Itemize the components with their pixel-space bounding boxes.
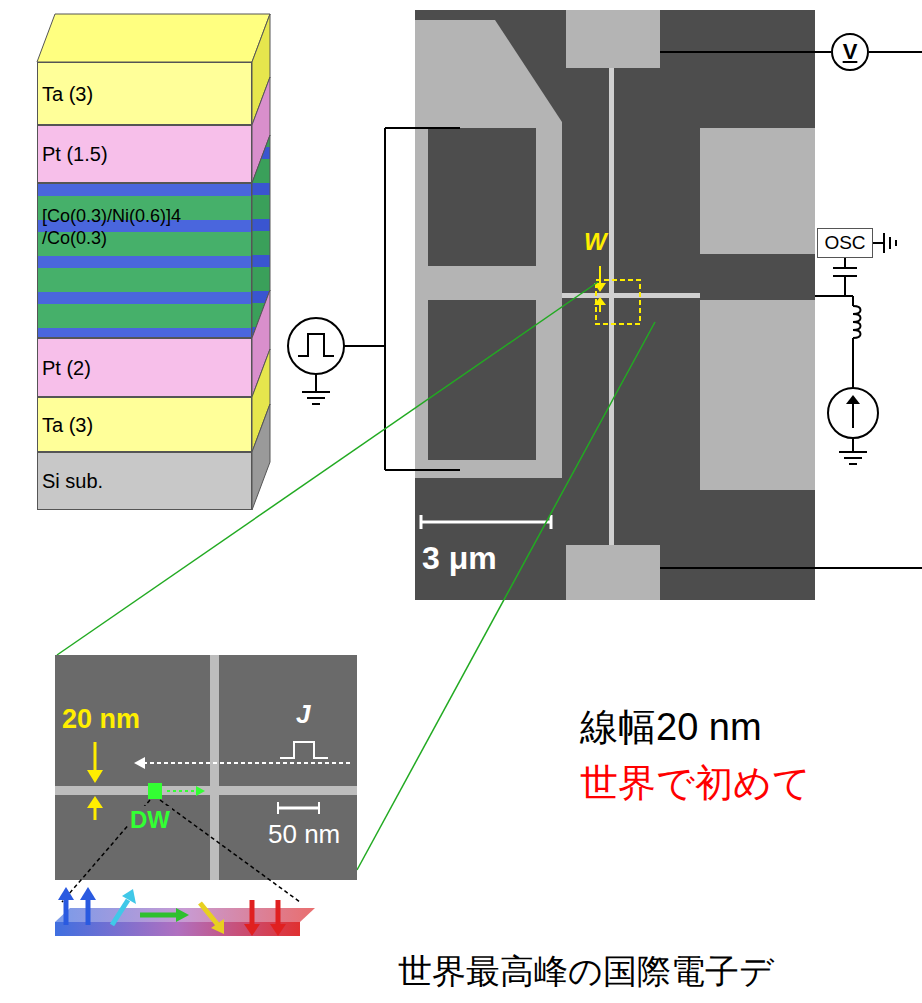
dimension-label: 20 nm xyxy=(62,704,140,735)
node-text: Ta (3) xyxy=(42,413,93,437)
layer-pt: Pt (2) xyxy=(37,338,252,397)
current-label: J xyxy=(296,700,310,730)
sem-image xyxy=(415,10,815,600)
layer-stack-faces xyxy=(37,14,270,510)
layer-ta: Ta (3) xyxy=(37,397,252,452)
oscilloscope-box: OSC xyxy=(817,228,873,258)
circuit xyxy=(288,52,922,568)
width-label: W xyxy=(584,228,607,256)
voltmeter-symbol: V xyxy=(831,33,869,71)
node-text: Pt (1.5) xyxy=(42,142,108,166)
node-text: [Co(0.3)/Ni(0.6)]4 xyxy=(42,206,181,228)
footer-text: 世界最高峰の国際電子デ xyxy=(398,952,774,991)
scale-bar-label: 3 μm xyxy=(420,540,499,577)
scale-bar-label: 50 nm xyxy=(268,820,340,850)
layer-ta: Ta (3) xyxy=(37,62,252,125)
node-text: V xyxy=(843,39,858,65)
highlight-text: 世界で初めて xyxy=(580,762,811,806)
layer-coni: [Co(0.3)/Ni(0.6)]4/Co(0.3) xyxy=(37,183,252,338)
layer-pt: Pt (1.5) xyxy=(37,125,252,183)
node-text: Si sub. xyxy=(42,469,103,493)
headline-text: 線幅20 nm xyxy=(580,706,762,750)
domain-wall-label: DW xyxy=(128,806,172,834)
node-text: Ta (3) xyxy=(42,82,93,106)
node-text: /Co(0.3) xyxy=(42,228,107,250)
node-text: Pt (2) xyxy=(42,356,91,380)
layer-substrate: Si sub. xyxy=(37,452,252,510)
node-text: OSC xyxy=(824,232,865,255)
inset-sem xyxy=(55,655,357,880)
